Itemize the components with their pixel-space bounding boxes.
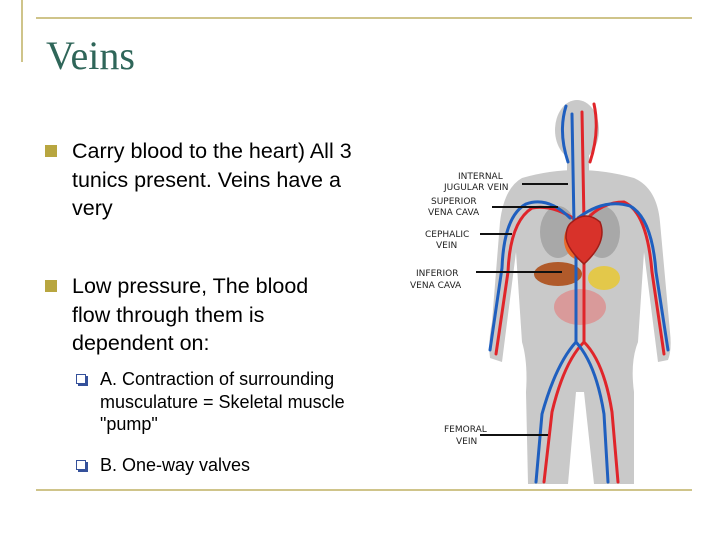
label-femoral-1: FEMORAL xyxy=(444,425,487,435)
sub-bullet-marker xyxy=(76,460,86,470)
left-rule xyxy=(21,0,23,62)
sub-bullet-text-1: A. Contraction of surrounding musculatur… xyxy=(100,369,345,434)
bullet-marker xyxy=(45,280,57,292)
heart-icon xyxy=(565,215,603,266)
label-internal-jugular-1: INTERNAL xyxy=(458,172,503,182)
bullet-marker xyxy=(45,145,57,157)
label-inferior-vena-cava-1: INFERIOR xyxy=(416,269,459,279)
label-cephalic-2: VEIN xyxy=(436,241,457,251)
label-inferior-vena-cava-2: VENA CAVA xyxy=(410,281,462,291)
label-internal-jugular-2: JUGULAR VEIN xyxy=(443,183,509,193)
top-rule xyxy=(36,17,692,19)
label-femoral-2: VEIN xyxy=(456,437,477,447)
label-superior-vena-cava-1: SUPERIOR xyxy=(431,197,477,207)
circulatory-system-diagram: INTERNAL JUGULAR VEIN SUPERIOR VENA CAVA… xyxy=(410,100,671,484)
bullet-text-1: Carry blood to the heart) All 3 tunics p… xyxy=(72,139,352,220)
sub-bullet-text-2: B. One-way valves xyxy=(100,455,251,475)
bottom-rule xyxy=(36,489,692,491)
slide-title: Veins xyxy=(46,33,135,78)
label-cephalic-1: CEPHALIC xyxy=(425,230,469,240)
pointer-lines xyxy=(476,183,568,436)
sub-bullet-marker xyxy=(76,374,86,384)
bullet-text-2: Low pressure, The blood flow through the… xyxy=(72,274,309,355)
label-superior-vena-cava-2: VENA CAVA xyxy=(428,208,480,218)
organs xyxy=(534,206,620,325)
